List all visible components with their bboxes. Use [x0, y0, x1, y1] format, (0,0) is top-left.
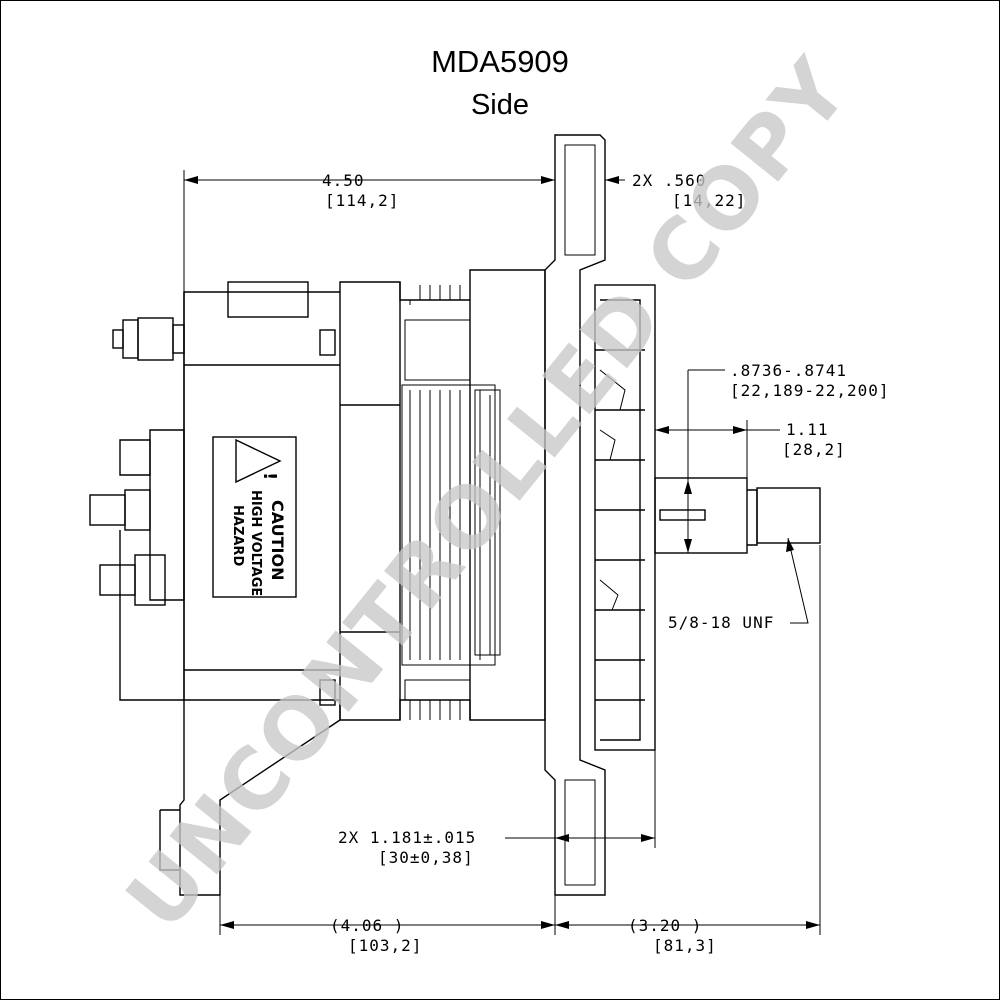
- dim-overall-front: 4.50: [322, 171, 365, 190]
- caution-symbol: !: [259, 472, 280, 480]
- view-subtitle: Side: [470, 89, 530, 121]
- dim-mount-width-metric: [14,22]: [672, 191, 746, 210]
- alternator-body: [89, 134, 821, 896]
- dim-rear-len-metric: [103,2]: [348, 936, 422, 955]
- dim-rear-len: (4.06 ): [330, 916, 404, 935]
- dim-overall-front-metric: [114,2]: [325, 191, 399, 210]
- drawing-title: MDA5909: [431, 44, 569, 79]
- dim-ear-offset: 2X 1.181±.015: [338, 828, 476, 847]
- dim-shaft-len-metric: [28,2]: [782, 440, 846, 459]
- caution-line1: HIGH VOLTAGE: [248, 490, 263, 596]
- dim-shaft-dia: .8736-.8741: [730, 361, 847, 380]
- dim-shaft-len: 1.11: [786, 420, 829, 439]
- watermark: UNCONTROLLED COPY: [107, 40, 868, 947]
- dim-mount-width: 2X .560: [632, 171, 706, 190]
- dim-ear-offset-metric: [30±0,38]: [378, 848, 474, 867]
- dim-front-len-metric: [81,3]: [653, 936, 717, 955]
- dimension-lines: [183, 170, 821, 935]
- dim-shaft-dia-metric: [22,189-22,200]: [730, 381, 890, 400]
- caution-text: CAUTION: [268, 500, 287, 580]
- dimension-labels: 4.50 [114,2] 2X .560 [14,22] .8736-.8741…: [322, 171, 890, 955]
- caution-label: ! CAUTION HIGH VOLTAGE HAZARD: [212, 436, 297, 598]
- dim-front-len: (3.20 ): [628, 916, 702, 935]
- dim-thread: 5/8-18 UNF: [668, 613, 774, 632]
- caution-line2: HAZARD: [230, 505, 245, 566]
